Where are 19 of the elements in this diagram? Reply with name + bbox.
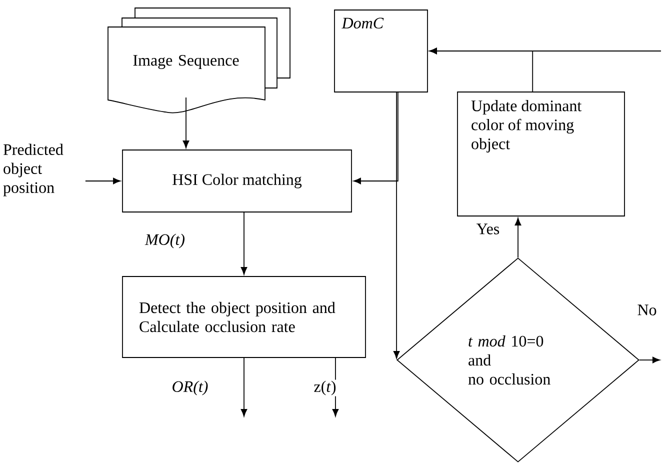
edge-label: z(t) <box>312 380 338 396</box>
input-text: Predicted object position <box>3 144 64 196</box>
process-box: Update dominant color of moving object <box>457 92 625 216</box>
arrow <box>639 356 660 364</box>
arrow <box>393 92 400 359</box>
process-box: Detect the object position and Calculate occlusion rate <box>122 276 366 358</box>
arrow <box>182 97 190 148</box>
document-stack: Image Sequence <box>108 8 290 114</box>
process-box: HSI Color matching <box>122 150 352 212</box>
arrow <box>240 358 248 417</box>
arrow <box>353 92 398 184</box>
arrow <box>240 212 248 275</box>
edge-label: MO(t) <box>144 232 186 250</box>
arrow <box>85 178 121 184</box>
arrow <box>514 218 522 258</box>
arrow <box>429 48 662 54</box>
edge-label: OR(t) <box>170 380 210 396</box>
edge-label: Yes <box>475 222 501 236</box>
process-box: DomC <box>334 10 428 92</box>
